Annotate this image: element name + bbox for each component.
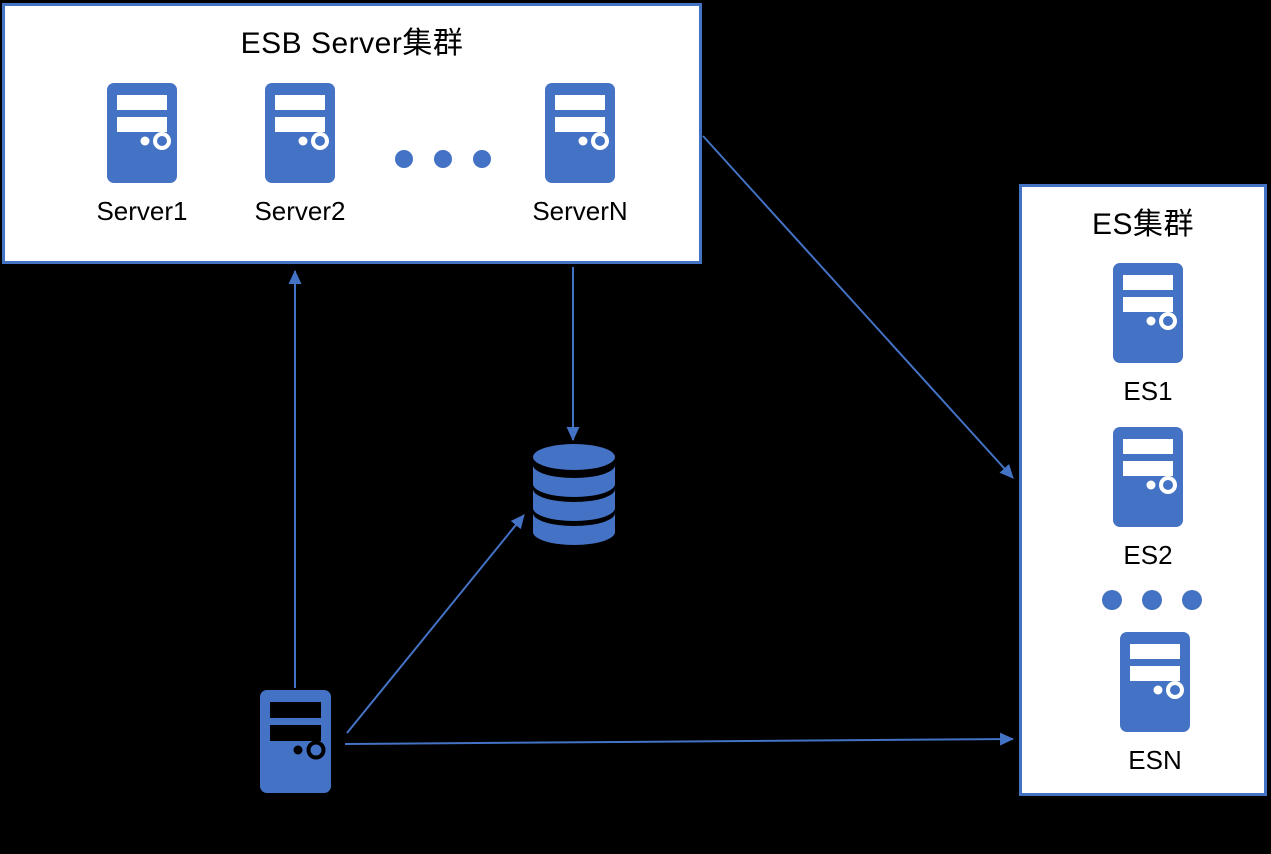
arrow-client-to-es <box>344 732 1014 746</box>
es-cluster-title: ES集群 <box>1091 208 1195 241</box>
server-tower-icon <box>107 83 177 183</box>
es-cluster-box: ES集群 ES1 ES2 <box>1019 184 1267 796</box>
es2-label: ES2 <box>1123 540 1173 570</box>
esb-server1-node: Server1 <box>87 83 197 227</box>
server1-label: Server1 <box>96 196 188 226</box>
es2-node: ES2 <box>1093 427 1203 571</box>
esb-server2-node: Server2 <box>245 83 355 227</box>
ellipsis-dots-icon <box>1102 590 1202 610</box>
esb-cluster-box: ESB Server集群 Server1 Server2 <box>2 3 702 264</box>
server2-label: Server2 <box>254 196 346 226</box>
esN-node: ESN <box>1100 632 1210 776</box>
esb-serverN-node: ServerN <box>525 83 635 227</box>
server-tower-icon <box>1113 427 1183 527</box>
esN-label: ESN <box>1128 745 1182 775</box>
server-tower-icon <box>1113 263 1183 363</box>
esb-cluster-title: ESB Server集群 <box>240 27 464 60</box>
serverN-label: ServerN <box>532 196 628 226</box>
es1-node: ES1 <box>1093 263 1203 407</box>
arrow-esb-to-es <box>702 135 1014 479</box>
arrow-client-to-database <box>346 514 525 734</box>
server-tower-icon <box>545 83 615 183</box>
client-server-icon <box>260 690 331 798</box>
ellipsis-dots-icon <box>395 150 491 168</box>
es1-label: ES1 <box>1123 376 1173 406</box>
database-cylinder-icon <box>533 444 615 551</box>
server-tower-icon <box>265 83 335 183</box>
server-tower-icon <box>1120 632 1190 732</box>
